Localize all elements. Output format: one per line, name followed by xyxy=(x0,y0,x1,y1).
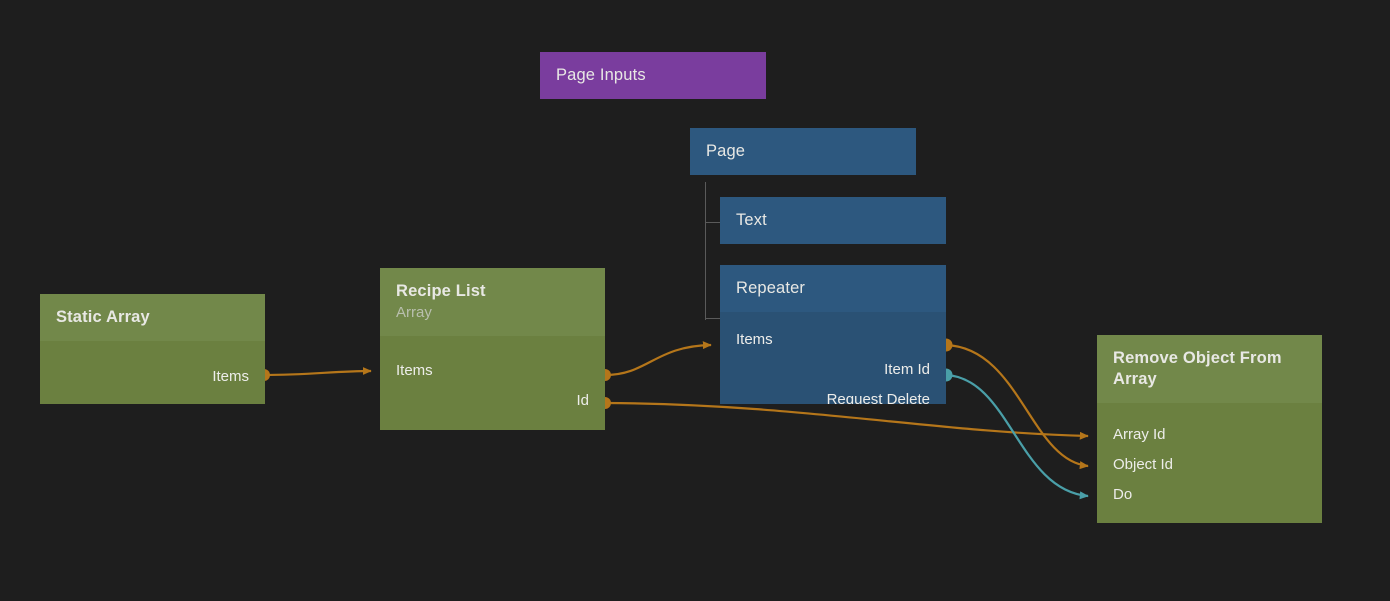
node-repeater-title: Repeater xyxy=(736,279,806,297)
node-repeater[interactable]: Repeater Items Item Id Request Delete xyxy=(720,265,946,404)
wire-static-array-items-to-recipe-list-items xyxy=(258,367,372,381)
port-label-repeater-request-delete: Request Delete xyxy=(826,390,930,404)
node-remove-object-header: Remove Object From Array xyxy=(1097,335,1322,404)
wire-recipe-list-items-to-repeater-items xyxy=(599,341,712,381)
port-remove-object-do[interactable]: Do xyxy=(1097,479,1322,509)
port-label-static-array-items: Items xyxy=(212,367,249,385)
node-recipe-list-title: Recipe List xyxy=(396,282,486,300)
node-page-inputs[interactable]: Page Inputs xyxy=(540,52,766,105)
port-label-remove-object-object-id: Object Id xyxy=(1113,455,1174,473)
node-recipe-list-header: Recipe List Array xyxy=(380,268,605,336)
node-repeater-body: Items Item Id Request Delete xyxy=(720,312,946,404)
port-recipe-list-id[interactable]: Id xyxy=(380,386,605,416)
port-label-recipe-list-id: Id xyxy=(576,392,589,410)
hierarchy-tree-line xyxy=(705,182,706,320)
node-recipe-list-body: Items Id xyxy=(380,335,605,430)
node-text-title: Text xyxy=(736,211,767,229)
port-remove-object-object-id[interactable]: Object Id xyxy=(1097,449,1322,479)
node-static-array-title: Static Array xyxy=(56,308,150,326)
port-label-remove-object-array-id: Array Id xyxy=(1113,425,1166,443)
port-label-repeater-items: Items xyxy=(736,330,773,348)
node-remove-object-title: Remove Object From Array xyxy=(1113,349,1282,389)
port-remove-object-array-id[interactable]: Array Id xyxy=(1097,419,1322,449)
node-recipe-list-subtitle: Array xyxy=(396,304,432,322)
port-label-remove-object-do: Do xyxy=(1113,485,1133,503)
port-repeater-items[interactable]: Items xyxy=(720,324,946,354)
node-page-inputs-header: Page Inputs xyxy=(540,52,766,100)
wire-repeater-item-id-to-remove-object-object-id xyxy=(939,338,1089,470)
port-label-repeater-item-id: Item Id xyxy=(884,360,930,378)
node-page[interactable]: Page xyxy=(690,128,916,181)
port-static-array-items[interactable]: Items xyxy=(40,361,265,391)
node-static-array[interactable]: Static Array Items xyxy=(40,294,265,404)
port-repeater-item-id[interactable]: Item Id xyxy=(720,354,946,384)
port-label-recipe-list-items: Items xyxy=(396,362,433,380)
port-recipe-list-items[interactable]: Items xyxy=(380,356,605,386)
hierarchy-stub-text xyxy=(706,222,720,223)
node-repeater-header: Repeater xyxy=(720,265,946,313)
node-text[interactable]: Text xyxy=(720,197,946,249)
wire-repeater-request-delete-to-remove-object-do xyxy=(939,368,1089,500)
node-page-title: Page xyxy=(706,142,746,160)
port-repeater-request-delete[interactable]: Request Delete xyxy=(720,384,946,404)
node-remove-object-body: Array Id Object Id Do xyxy=(1097,403,1322,523)
node-recipe-list[interactable]: Recipe List Array Items Id xyxy=(380,268,605,430)
hierarchy-stub-repeater xyxy=(706,318,720,319)
node-page-header: Page xyxy=(690,128,916,176)
node-static-array-body: Items xyxy=(40,341,265,404)
node-static-array-header: Static Array xyxy=(40,294,265,342)
node-remove-object-from-array[interactable]: Remove Object From Array Array Id Object… xyxy=(1097,335,1322,523)
node-page-inputs-title: Page Inputs xyxy=(556,66,646,84)
node-text-header: Text xyxy=(720,197,946,245)
